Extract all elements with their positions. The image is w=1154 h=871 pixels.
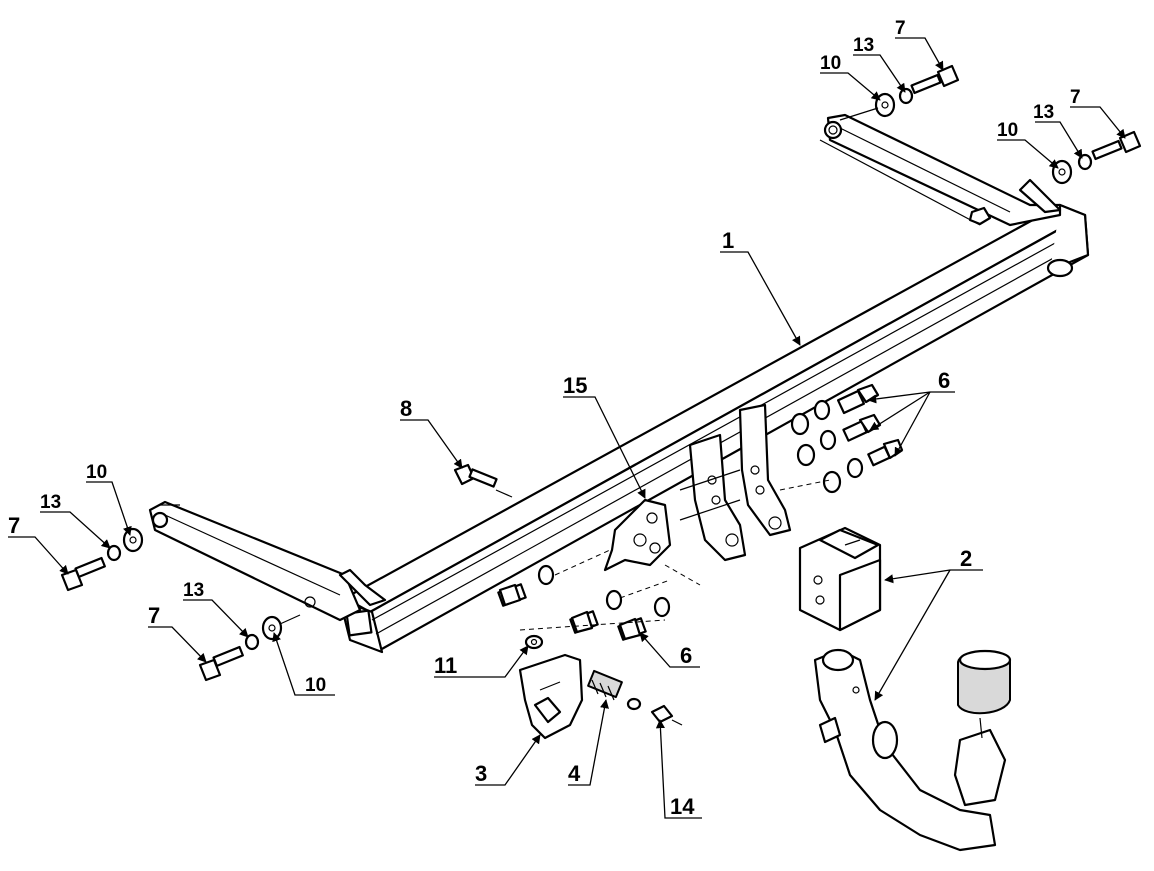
callout-7-lower: 7 [148,603,160,628]
callout-10-right: 10 [997,120,1018,141]
left-side-bracket [148,500,387,622]
fasteners-left-1 [60,527,144,592]
socket-plate [518,653,584,740]
cross-beam [338,203,1090,654]
socket-bracket [603,498,672,572]
bolt [617,596,671,641]
leader-lines [8,37,1126,819]
bolt [822,438,904,494]
callout-8: 8 [400,396,412,421]
callout-10-left: 10 [86,462,107,483]
callout-14: 14 [670,794,695,819]
callout-2: 2 [960,546,972,571]
tow-ball-assembly [813,648,1012,852]
callout-3: 3 [475,761,487,786]
callouts: 1 2 3 4 6 6 7 7 7 7 8 10 10 10 10 11 13 … [8,18,1081,819]
callout-4: 4 [568,761,581,786]
nut-14 [626,697,683,726]
callout-13-top: 13 [853,35,874,56]
bolt [796,413,882,467]
callout-13-left: 13 [40,492,61,513]
spring-4 [587,669,623,701]
fasteners-left-2 [198,614,301,682]
callout-10-top: 10 [820,53,841,74]
callout-6-right: 6 [938,368,950,393]
bolt-set-6-left [497,549,701,641]
washer-11 [524,634,544,650]
callout-1: 1 [722,228,734,253]
bolt-8 [453,463,513,498]
bolt [790,383,880,436]
mounting-plate-left [688,433,747,562]
callout-11: 11 [434,653,457,678]
right-side-bracket [819,113,1062,227]
bolt [497,564,555,607]
callout-13-right: 13 [1033,102,1054,123]
callout-10-lower: 10 [305,675,326,696]
callout-7-left: 7 [8,513,20,538]
callout-15: 15 [563,373,587,398]
electric-socket-box [798,526,882,632]
callout-13-lower: 13 [183,580,204,601]
mounting-plate-right [679,403,792,537]
bolt [569,589,623,634]
fasteners-top-right-1 [839,64,960,121]
callout-7-right: 7 [1070,87,1081,108]
callout-6-left: 6 [680,643,692,668]
callout-7-top: 7 [895,18,906,39]
fasteners-top-right-2 [1051,130,1142,185]
